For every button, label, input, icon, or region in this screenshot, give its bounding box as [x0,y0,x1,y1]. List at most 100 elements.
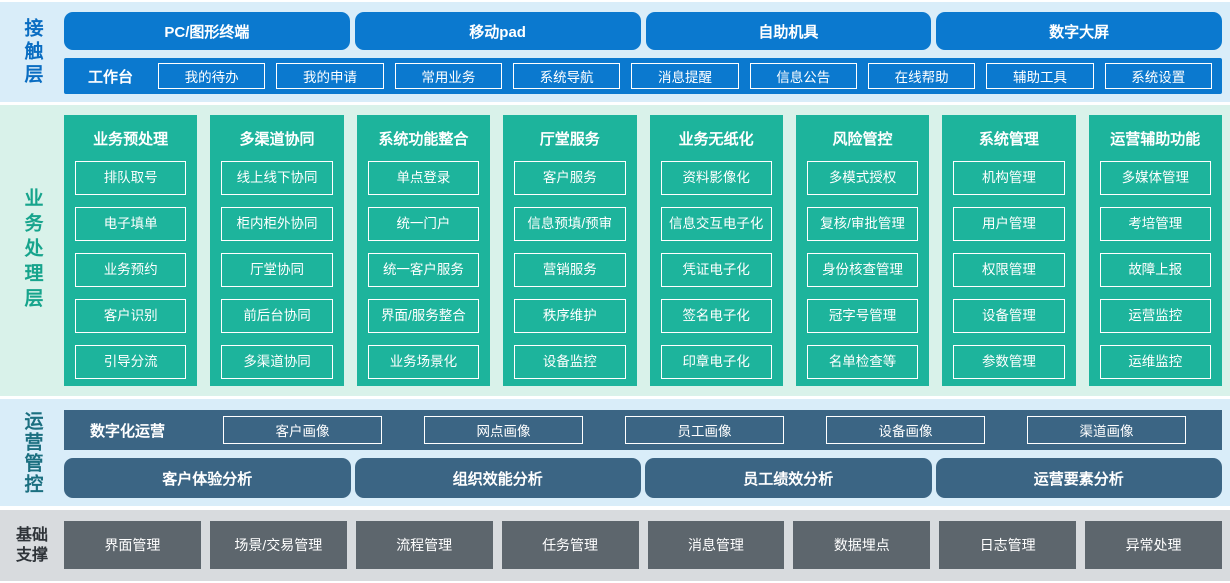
foundation-button[interactable]: 异常处理 [1085,521,1222,569]
business-item-button[interactable]: 多渠道协同 [221,345,333,379]
business-item-button[interactable]: 故障上报 [1099,253,1211,287]
analysis-button[interactable]: 组织效能分析 [354,458,641,498]
business-item-button[interactable]: 信息预填/预审 [514,207,626,241]
contact-layer-band: 接触层 PC/图形终端 移动pad 自助机具 数字大屏 工作台 我的待办 我的申… [0,2,1230,102]
business-columns: 业务预处理 排队取号 电子填单 业务预约 客户识别 引导分流 [64,115,1222,386]
business-item-button[interactable]: 营销服务 [514,253,626,287]
workbench-button[interactable]: 系统设置 [1104,63,1212,89]
business-item-button[interactable]: 资料影像化 [660,161,772,195]
business-column: 运营辅助功能 多媒体管理 考培管理 故障上报 运营监控 运维监控 [1088,115,1222,386]
business-item-button[interactable]: 多模式授权 [806,161,919,195]
business-column: 业务无纸化 资料影像化 信息交互电子化 凭证电子化 签名电子化 印章电子化 [649,115,783,386]
business-item-button[interactable]: 权限管理 [953,253,1065,287]
foundation-layer-band: 基础 支撑 界面管理 场景/交易管理 流程管理 任务管理 消息管理 数据埋点 日… [0,510,1230,581]
portrait-button[interactable]: 网点画像 [424,416,584,444]
workbench-button[interactable]: 消息提醒 [631,63,739,89]
business-item-button[interactable]: 单点登录 [367,161,480,195]
business-item-button[interactable]: 考培管理 [1099,207,1211,241]
business-item-button[interactable]: 多媒体管理 [1099,161,1211,195]
business-item-button[interactable]: 秩序维护 [514,299,626,333]
workbench-button[interactable]: 常用业务 [394,63,502,89]
business-column: 厅堂服务 客户服务 信息预填/预审 营销服务 秩序维护 设备监控 [503,115,637,386]
portrait-button[interactable]: 客户画像 [223,416,383,444]
contact-layer-label: 接触层 [21,17,43,87]
analysis-button[interactable]: 客户体验分析 [64,458,351,498]
business-item-button[interactable]: 参数管理 [953,345,1065,379]
business-item-button[interactable]: 签名电子化 [660,299,772,333]
business-column-title: 系统功能整合 [378,131,469,148]
business-column-items: 多媒体管理 考培管理 故障上报 运营监控 运维监控 [1099,161,1211,379]
business-item-button[interactable]: 用户管理 [953,207,1065,241]
business-column-title: 运营辅助功能 [1110,131,1201,148]
portrait-button[interactable]: 员工画像 [625,416,785,444]
business-column: 系统功能整合 单点登录 统一门户 统一客户服务 界面/服务整合 业务场景化 [356,115,491,386]
business-item-button[interactable]: 设备监控 [514,345,626,379]
business-column-items: 客户服务 信息预填/预审 营销服务 秩序维护 设备监控 [514,161,626,379]
portrait-button[interactable]: 渠道画像 [1027,416,1187,444]
business-item-button[interactable]: 印章电子化 [660,345,772,379]
business-column-items: 多模式授权 复核/审批管理 身份核查管理 冠字号管理 名单检查等 [806,161,919,379]
foundation-button[interactable]: 场景/交易管理 [209,521,347,569]
business-layer-band: 业务处理层 业务预处理 排队取号 电子填单 业务预约 客 [0,105,1230,396]
business-column-items: 排队取号 电子填单 业务预约 客户识别 引导分流 [75,161,187,379]
business-item-button[interactable]: 名单检查等 [806,345,919,379]
business-item-button[interactable]: 统一门户 [367,207,480,241]
foundation-layer-label: 基础 支撑 [15,526,48,564]
business-item-button[interactable]: 前后台协同 [221,299,333,333]
business-item-button[interactable]: 运维监控 [1099,345,1211,379]
business-item-button[interactable]: 界面/服务整合 [367,299,480,333]
business-item-button[interactable]: 电子填单 [75,207,187,241]
business-item-button[interactable]: 柜内柜外协同 [221,207,333,241]
foundation-button[interactable]: 流程管理 [355,521,493,569]
terminal-button[interactable]: 自助机具 [645,12,932,50]
workbench-title: 工作台 [88,68,134,86]
business-item-button[interactable]: 业务预约 [75,253,187,287]
business-column-title: 系统管理 [978,131,1039,148]
foundation-button[interactable]: 界面管理 [64,521,201,569]
operation-layer-band: 运营管控 数字化运营 客户画像 网点画像 员工画像 设备画像 渠道画像 [0,399,1230,506]
foundation-button[interactable]: 日志管理 [939,521,1077,569]
digital-operation-title: 数字化运营 [90,422,166,440]
analysis-button[interactable]: 员工绩效分析 [645,458,932,498]
analysis-row: 客户体验分析 组织效能分析 员工绩效分析 运营要素分析 [64,458,1222,498]
business-item-button[interactable]: 冠字号管理 [806,299,919,333]
workbench-button[interactable]: 我的申请 [276,63,384,89]
portrait-button[interactable]: 设备画像 [826,416,986,444]
foundation-button[interactable]: 数据埋点 [793,521,931,569]
digital-operation-bar: 数字化运营 客户画像 网点画像 员工画像 设备画像 渠道画像 [64,410,1222,450]
business-layer-content: 业务预处理 排队取号 电子填单 业务预约 客户识别 引导分流 [64,105,1230,396]
business-item-button[interactable]: 身份核查管理 [806,253,919,287]
business-item-button[interactable]: 排队取号 [75,161,187,195]
business-item-button[interactable]: 业务场景化 [367,345,480,379]
business-item-button[interactable]: 客户服务 [514,161,626,195]
workbench-button[interactable]: 信息公告 [749,63,857,89]
business-column-title: 多渠道协同 [239,131,315,148]
business-item-button[interactable]: 线上线下协同 [221,161,333,195]
operation-layer-content: 数字化运营 客户画像 网点画像 员工画像 设备画像 渠道画像 客户体验分析 [64,399,1230,506]
workbench-bar: 工作台 我的待办 我的申请 常用业务 系统导航 消息提醒 信息公告 在线帮助 [64,58,1222,94]
business-item-button[interactable]: 引导分流 [75,345,187,379]
business-item-button[interactable]: 信息交互电子化 [660,207,772,241]
business-item-button[interactable]: 运营监控 [1099,299,1211,333]
business-column: 多渠道协同 线上线下协同 柜内柜外协同 厅堂协同 前后台协同 多渠道协同 [210,115,344,386]
foundation-button[interactable]: 任务管理 [501,521,639,569]
business-item-button[interactable]: 机构管理 [953,161,1065,195]
business-item-button[interactable]: 厅堂协同 [221,253,333,287]
operation-layer-label-area: 运营管控 [0,399,64,506]
analysis-button[interactable]: 运营要素分析 [935,458,1222,498]
business-item-button[interactable]: 复核/审批管理 [806,207,919,241]
business-column-items: 单点登录 统一门户 统一客户服务 界面/服务整合 业务场景化 [367,161,480,379]
business-item-button[interactable]: 客户识别 [75,299,187,333]
business-item-button[interactable]: 统一客户服务 [367,253,480,287]
workbench-button[interactable]: 在线帮助 [867,63,976,89]
workbench-button[interactable]: 我的待办 [158,63,266,89]
terminal-button[interactable]: 数字大屏 [936,12,1222,50]
business-item-button[interactable]: 凭证电子化 [660,253,772,287]
business-column: 风险管控 多模式授权 复核/审批管理 身份核查管理 冠字号管理 名单检查等 [795,115,930,386]
workbench-button[interactable]: 系统导航 [513,63,621,89]
terminal-button[interactable]: PC/图形终端 [64,12,350,50]
workbench-button[interactable]: 辅助工具 [986,63,1094,89]
business-item-button[interactable]: 设备管理 [953,299,1065,333]
foundation-button[interactable]: 消息管理 [647,521,785,569]
terminal-button[interactable]: 移动pad [354,12,641,50]
